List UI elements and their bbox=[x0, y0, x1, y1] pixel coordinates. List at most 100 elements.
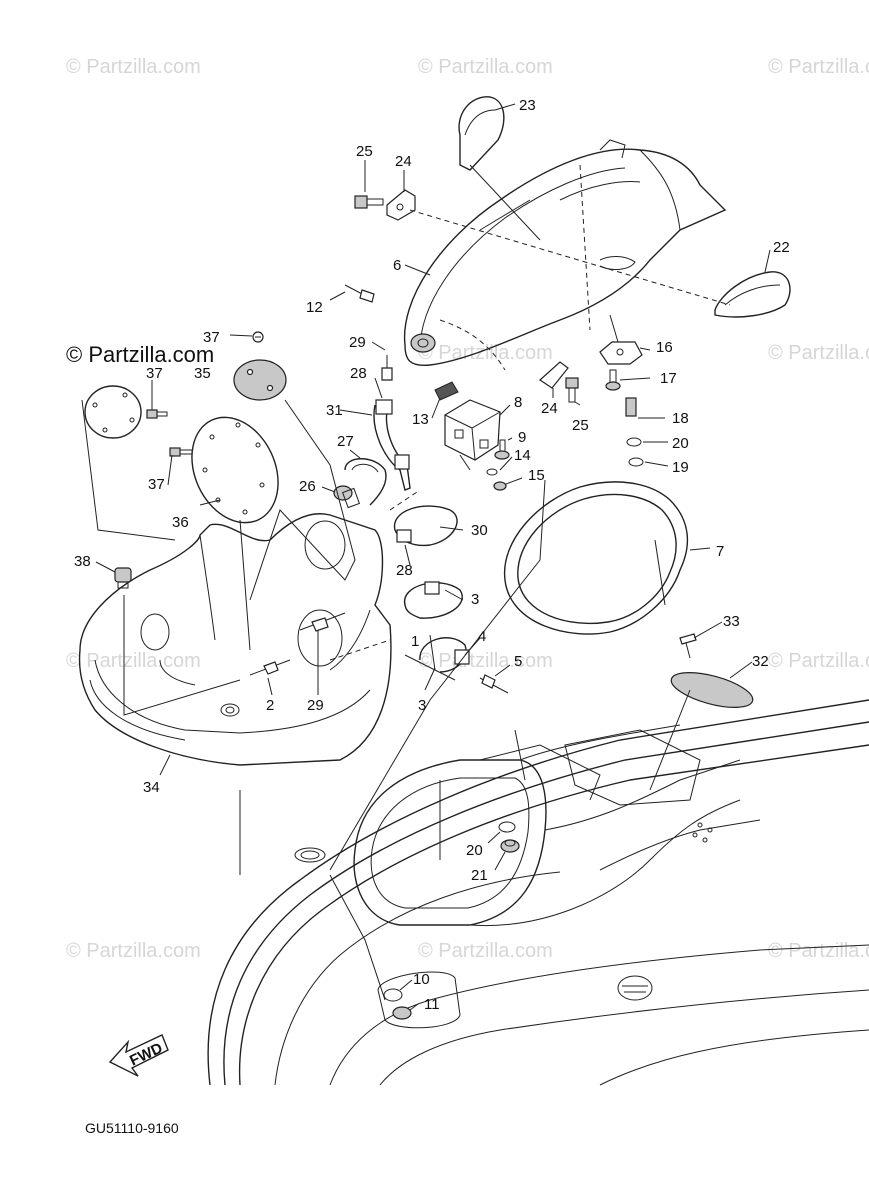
callout-20: 20 bbox=[672, 435, 689, 452]
callout-9: 9 bbox=[518, 429, 526, 446]
part-3-band bbox=[404, 581, 463, 619]
callout-28: 28 bbox=[350, 365, 367, 382]
part-25-bolt-b bbox=[565, 377, 579, 403]
part-20-washer-b bbox=[498, 821, 516, 833]
callout-1: 1 bbox=[411, 633, 419, 650]
fwd-arrow-icon: FWD bbox=[108, 1034, 169, 1077]
part-37-screw-c bbox=[169, 447, 193, 457]
callout-37: 37 bbox=[146, 365, 163, 382]
part-8-box bbox=[444, 399, 501, 471]
leader-lines bbox=[81, 103, 771, 1011]
part-29-rivet bbox=[381, 355, 393, 381]
callout-28: 28 bbox=[396, 562, 413, 579]
watermark-dark: © Partzilla.com bbox=[66, 342, 215, 367]
callout-23: 23 bbox=[519, 97, 536, 114]
callout-31: 31 bbox=[326, 402, 343, 419]
callout-15: 15 bbox=[528, 467, 545, 484]
callout-33: 33 bbox=[723, 613, 740, 630]
callout-27: 27 bbox=[337, 433, 354, 450]
watermark: © Partzilla.com bbox=[66, 56, 201, 78]
part-17-screw bbox=[605, 369, 621, 391]
part-21-nut bbox=[500, 839, 520, 853]
part-3-band-b bbox=[404, 634, 470, 681]
part-10-washer bbox=[383, 988, 403, 1002]
callout-24: 24 bbox=[395, 153, 412, 170]
part-2-rivet bbox=[249, 659, 291, 676]
part-36-plate bbox=[191, 416, 279, 524]
watermark: © Partzilla.com bbox=[418, 56, 553, 78]
callout-36: 36 bbox=[172, 514, 189, 531]
part-27-band bbox=[344, 458, 387, 506]
part-16-bracket bbox=[599, 341, 643, 365]
part-34-tub bbox=[78, 513, 392, 766]
callout-3: 3 bbox=[418, 697, 426, 714]
watermark: © Partzilla.com bbox=[768, 56, 869, 78]
part-32-plate bbox=[670, 672, 754, 708]
callout-25: 25 bbox=[572, 417, 589, 434]
callout-35: 35 bbox=[194, 365, 211, 382]
callout-19: 19 bbox=[672, 459, 689, 476]
callout-29: 29 bbox=[349, 334, 366, 351]
callout-14: 14 bbox=[514, 447, 531, 464]
part-35-lid bbox=[233, 359, 287, 401]
callout-12: 12 bbox=[306, 299, 323, 316]
callout-5: 5 bbox=[514, 653, 522, 670]
callout-6: 6 bbox=[393, 257, 401, 274]
callout-13: 13 bbox=[412, 411, 429, 428]
part-11-nut bbox=[392, 1006, 412, 1020]
part-24-bracket bbox=[386, 189, 416, 221]
part-37-screw bbox=[252, 331, 264, 343]
part-15-nut bbox=[493, 481, 507, 491]
callout-32: 32 bbox=[752, 653, 769, 670]
callout-30: 30 bbox=[471, 522, 488, 539]
hull-deck bbox=[207, 699, 869, 1086]
part-23-pad bbox=[458, 96, 505, 171]
callout-26: 26 bbox=[299, 478, 316, 495]
part-38-plug bbox=[114, 567, 132, 589]
part-33-screw bbox=[679, 633, 697, 659]
callout-17: 17 bbox=[660, 370, 677, 387]
part-30-band bbox=[393, 505, 458, 547]
watermark: © Partzilla.com bbox=[768, 650, 869, 672]
watermark: © Partzilla.com bbox=[66, 940, 201, 962]
part-29-rivet-b bbox=[299, 612, 346, 632]
callout-24: 24 bbox=[541, 400, 558, 417]
callout-25: 25 bbox=[356, 143, 373, 160]
callout-10: 10 bbox=[413, 971, 430, 988]
callout-20: 20 bbox=[466, 842, 483, 859]
callout-16: 16 bbox=[656, 339, 673, 356]
callout-labels: 23 25 24 6 22 12 29 37 37 35 28 16 17 31… bbox=[74, 97, 790, 1013]
callout-18: 18 bbox=[672, 410, 689, 427]
callout-29: 29 bbox=[307, 697, 324, 714]
part-9-screw bbox=[494, 439, 510, 460]
callout-38: 38 bbox=[74, 553, 91, 570]
watermark: © Partzilla.com bbox=[66, 650, 201, 672]
callout-11: 11 bbox=[424, 996, 440, 1013]
part-14-washer bbox=[486, 468, 498, 476]
watermark: © Partzilla.com bbox=[768, 940, 869, 962]
callout-7: 7 bbox=[716, 543, 724, 560]
part-25-bolt bbox=[354, 195, 384, 209]
callout-3: 3 bbox=[471, 591, 479, 608]
part-19-washer bbox=[628, 457, 644, 467]
watermark: © Partzilla.com bbox=[418, 940, 553, 962]
part-37-plate bbox=[84, 385, 142, 439]
part-13-clip bbox=[434, 381, 459, 401]
callout-21: 21 bbox=[471, 867, 488, 884]
diagram-code: GU51110-9160 bbox=[85, 1120, 179, 1136]
callout-37: 37 bbox=[148, 476, 165, 493]
part-5-bolt bbox=[479, 674, 509, 694]
part-6-seat-cowl bbox=[403, 139, 727, 371]
part-20-washer bbox=[626, 437, 642, 447]
callout-4: 4 bbox=[478, 628, 486, 645]
part-12-rivet bbox=[344, 284, 375, 303]
part-26-fitting bbox=[333, 485, 361, 509]
callout-22: 22 bbox=[773, 239, 790, 256]
part-24-bracket-b bbox=[539, 361, 569, 389]
callout-34: 34 bbox=[143, 779, 160, 796]
watermark: © Partzilla.com bbox=[768, 342, 869, 364]
part-22-pad bbox=[714, 271, 791, 318]
watermark: © Partzilla.com bbox=[418, 650, 553, 672]
callout-2: 2 bbox=[266, 697, 274, 714]
